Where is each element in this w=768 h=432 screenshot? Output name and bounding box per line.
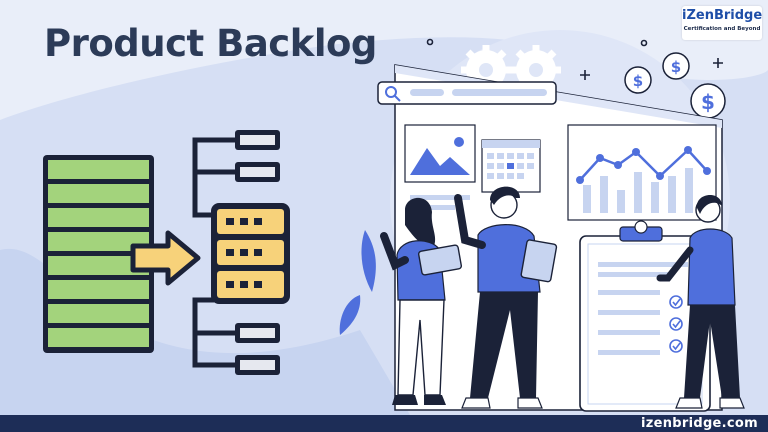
calendar-icon (481, 139, 541, 193)
line-chart-icon (567, 124, 717, 221)
person-presenting (656, 194, 745, 409)
svg-text:$: $ (701, 90, 715, 114)
sprint-stack (211, 203, 290, 304)
checkmark-icon (669, 295, 683, 353)
tree-connector (192, 137, 237, 368)
website-url: izenbridge.com (640, 416, 758, 431)
background-blob-light (0, 248, 420, 432)
page-title: Product Backlog (44, 22, 377, 65)
footer-bar: izenbridge.com (0, 415, 768, 432)
brand-name: iZenBridge (682, 8, 763, 23)
svg-text:$: $ (671, 58, 681, 76)
search-icon (385, 86, 401, 102)
dollar-coin-icon: $ $ $ (624, 52, 726, 119)
arrow-right-icon (130, 230, 201, 286)
brand-tagline: Certification and Beyond (683, 26, 761, 32)
plant (339, 230, 376, 335)
person-with-clipboard (454, 186, 558, 409)
backlog-stack (43, 155, 154, 353)
person-with-tablet (380, 197, 463, 405)
pin-icon (619, 220, 663, 242)
svg-text:$: $ (633, 72, 643, 90)
clipboard (579, 220, 711, 412)
gear-icon (461, 45, 561, 95)
child-items (235, 130, 280, 375)
sparkle-icon (426, 38, 723, 80)
brand-logo: iZenBridge Certification and Beyond (682, 6, 762, 40)
image-icon (410, 137, 470, 175)
